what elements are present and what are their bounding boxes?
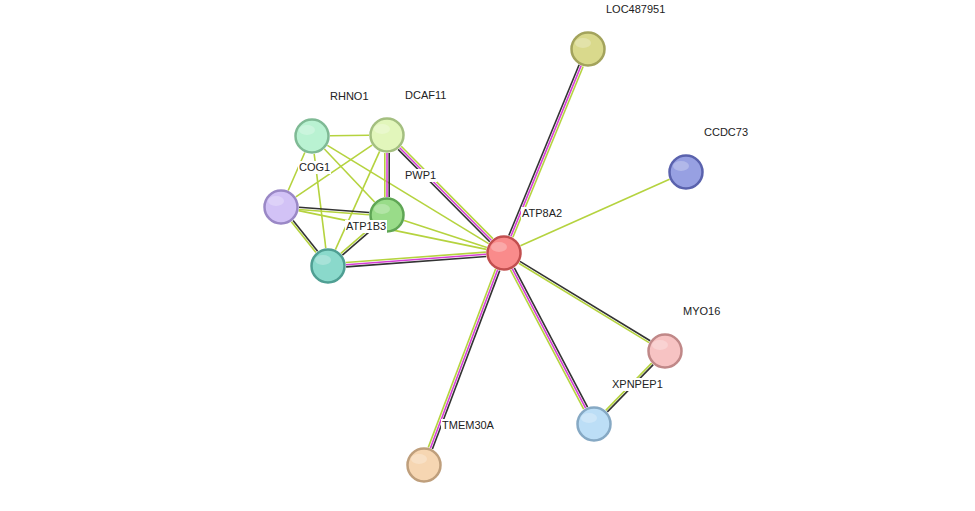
- node-circle: [263, 189, 299, 225]
- node-circle: [576, 406, 612, 442]
- evidence-line: [514, 268, 587, 407]
- protein-node: RHNO1: [294, 118, 330, 154]
- protein-node: MYO16: [647, 333, 683, 369]
- node-label: PWP1: [404, 169, 437, 182]
- interaction-edge: [330, 135, 369, 137]
- interaction-edge: [346, 252, 486, 267]
- node-label: ATP1B3: [345, 220, 387, 233]
- evidence-line: [400, 148, 492, 240]
- evidence-line: [430, 270, 497, 448]
- evidence-line: [327, 145, 488, 243]
- interaction-edge: [385, 153, 389, 197]
- evidence-line: [324, 149, 374, 202]
- evidence-line: [291, 222, 316, 253]
- node-circle: [647, 333, 683, 369]
- node-circle: [486, 235, 522, 271]
- evidence-line: [299, 209, 369, 214]
- evidence-line: [513, 66, 583, 237]
- protein-node: ATP1B3: [310, 248, 346, 284]
- interaction-edge: [324, 149, 374, 202]
- protein-node: LOC487951: [570, 31, 606, 67]
- interaction-edge: [428, 269, 499, 449]
- interaction-edge: [404, 221, 487, 248]
- node-label: ATP8A2: [521, 207, 563, 220]
- interaction-edge: [335, 151, 379, 249]
- protein-node: TMEM30A: [406, 447, 442, 483]
- node-label: COG1: [298, 161, 331, 174]
- node-circle: [294, 118, 330, 154]
- node-label: XPNPEP1: [611, 378, 664, 391]
- node-circle: [369, 117, 405, 153]
- node-circle: [406, 447, 442, 483]
- interaction-edge: [398, 146, 493, 242]
- node-label: RHNO1: [329, 90, 370, 103]
- evidence-line: [520, 261, 650, 340]
- interaction-edge: [519, 261, 650, 342]
- evidence-line: [512, 269, 585, 408]
- evidence-line: [335, 151, 379, 249]
- interaction-edge: [510, 268, 587, 409]
- evidence-line: [432, 271, 499, 449]
- evidence-line: [384, 153, 386, 197]
- evidence-line: [404, 221, 487, 248]
- node-label: CCDC73: [703, 126, 749, 139]
- evidence-line: [293, 220, 318, 251]
- interaction-edge: [520, 179, 669, 245]
- evidence-line: [520, 179, 669, 245]
- evidence-line: [388, 153, 390, 197]
- evidence-line: [511, 66, 581, 237]
- evidence-line: [510, 270, 583, 409]
- node-label: TMEM30A: [441, 419, 495, 432]
- evidence-line: [386, 153, 388, 197]
- interaction-edge: [509, 65, 583, 237]
- evidence-line: [346, 252, 486, 262]
- protein-node: COG1: [263, 189, 299, 225]
- evidence-line: [330, 134, 369, 136]
- node-circle: [310, 248, 346, 284]
- protein-node: ATP8A2: [486, 235, 522, 271]
- evidence-line: [398, 149, 490, 241]
- evidence-line: [428, 269, 495, 447]
- node-circle: [668, 154, 704, 190]
- node-label: LOC487951: [605, 3, 666, 16]
- node-circle: [570, 31, 606, 67]
- node-label: DCAF11: [404, 89, 447, 102]
- protein-node: CCDC73: [668, 154, 704, 190]
- protein-node: DCAF11: [369, 117, 405, 153]
- evidence-line: [346, 254, 486, 264]
- evidence-line: [519, 263, 649, 342]
- interaction-edge: [291, 220, 317, 252]
- interaction-edge: [299, 207, 369, 214]
- protein-node: XPNPEP1: [576, 406, 612, 442]
- node-label: MYO16: [682, 305, 721, 318]
- evidence-line: [509, 65, 579, 236]
- interaction-edge: [327, 145, 488, 243]
